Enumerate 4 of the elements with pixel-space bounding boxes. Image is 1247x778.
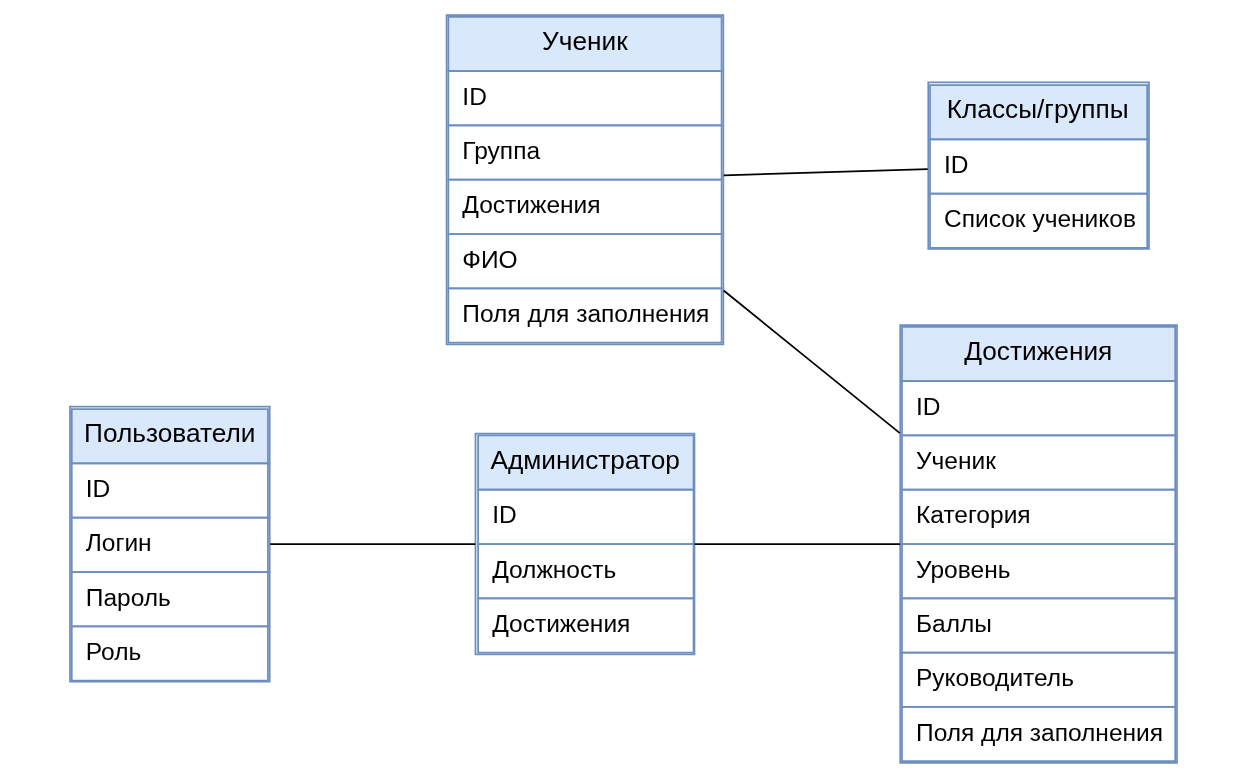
connector [722,168,929,177]
connector [722,289,901,434]
connector [693,543,901,545]
connector [269,543,477,545]
